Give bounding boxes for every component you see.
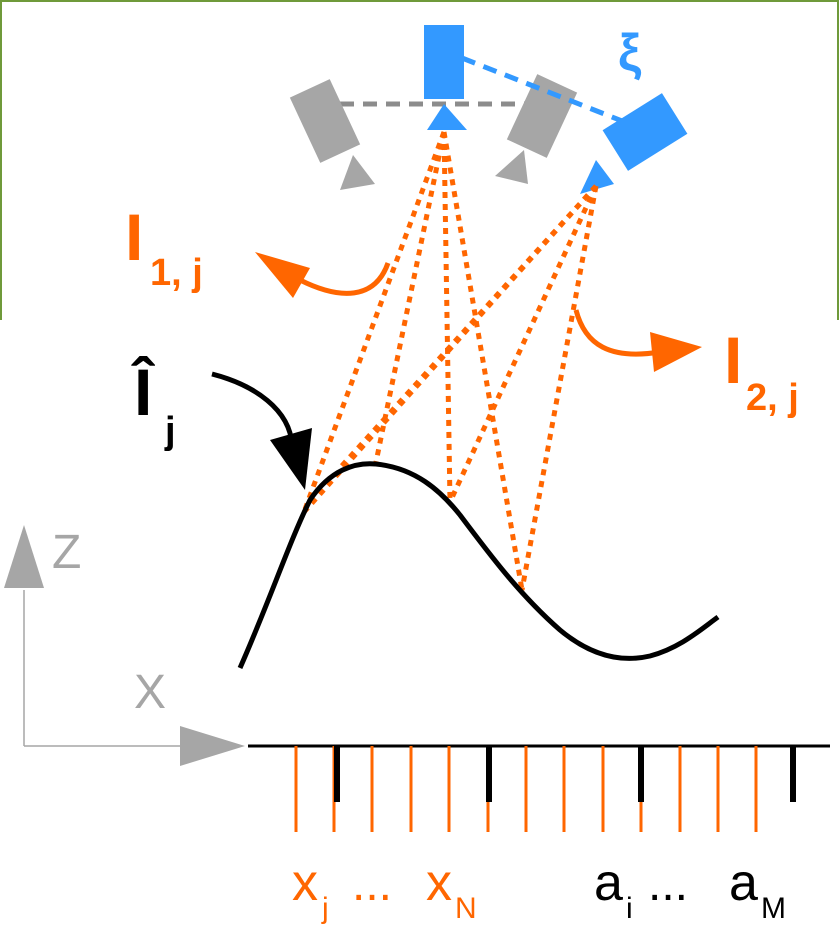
I2-arrowhead — [650, 332, 702, 372]
Ihat-label: Î — [131, 355, 156, 429]
ray — [301, 131, 447, 513]
x-N-label: x — [426, 854, 452, 912]
blue-camera-top-icon — [424, 25, 467, 130]
blue-baseline — [461, 55, 641, 131]
x-ellipsis: ... — [352, 858, 392, 911]
panel-frame — [0, 0, 839, 320]
ray — [373, 131, 447, 463]
x-j-subscript: j — [321, 892, 329, 925]
I2-arrow — [573, 309, 661, 357]
x-axis-arrowhead — [180, 726, 245, 766]
orange-ticks — [294, 746, 758, 832]
a-ellipsis: ... — [648, 858, 688, 911]
a-M-subscript: M — [761, 892, 786, 925]
a-i-subscript: i — [626, 892, 633, 925]
rays — [301, 131, 599, 591]
xi-label: ξ — [618, 24, 642, 82]
ray — [519, 185, 599, 591]
x-j-label: x — [292, 854, 318, 912]
Ihat-subscript: j — [164, 410, 176, 452]
I1-arrow — [298, 262, 391, 296]
I1-subscript: 1, j — [150, 252, 203, 294]
black-ticks — [334, 746, 796, 802]
I1-label: I — [125, 200, 143, 274]
ray — [441, 131, 525, 591]
ray — [447, 184, 599, 504]
axis-x-label: X — [134, 666, 166, 719]
gray-camera-right-icon — [495, 74, 578, 184]
gray-camera-left-icon — [289, 79, 375, 190]
ray — [336, 184, 598, 472]
z-axis-arrowhead — [4, 525, 44, 588]
a-M-label: a — [729, 854, 758, 912]
I2-subscript: 2, j — [746, 377, 799, 419]
ray — [441, 131, 453, 503]
blue-camera-right-icon — [580, 93, 688, 194]
I2-label: I — [724, 323, 742, 397]
Ihat-arrow — [211, 371, 295, 446]
Ihat-arrowhead — [270, 428, 312, 490]
x-N-subscript: N — [455, 892, 477, 925]
a-i-label: a — [594, 854, 623, 912]
I1-arrowhead — [255, 252, 310, 298]
surface-curve — [237, 461, 720, 670]
axis-z-label: Z — [52, 526, 81, 579]
